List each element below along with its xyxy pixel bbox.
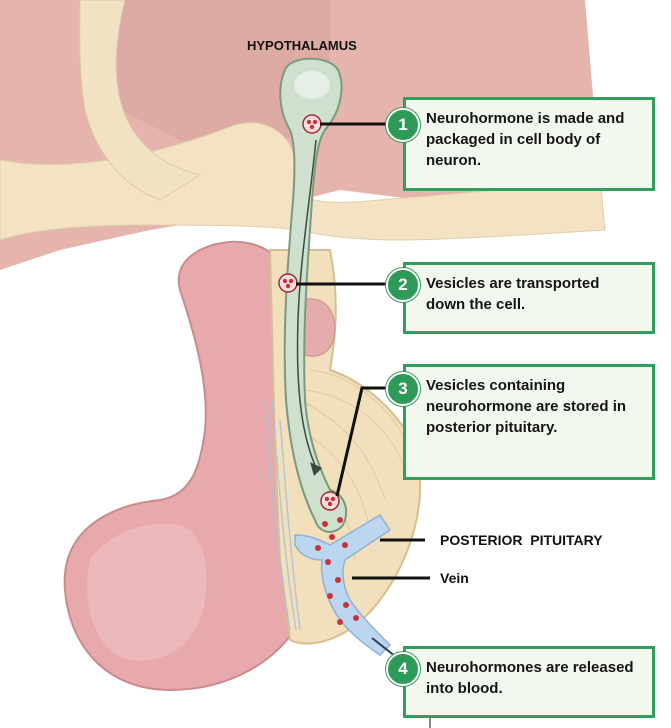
step-4-box: Neurohormones are released into blood. <box>403 646 655 718</box>
released-vesicles <box>315 517 359 625</box>
hypothalamus-label: HYPOTHALAMUS <box>247 38 357 53</box>
vesicle-cluster-3 <box>320 491 340 511</box>
step-3-text: Vesicles containing neurohormone are sto… <box>426 377 627 436</box>
step-3-box: Vesicles containing neurohormone are sto… <box>403 364 655 480</box>
vesicle-cluster-2 <box>278 273 298 293</box>
step-2-text: Vesicles are transported down the cell. <box>426 275 600 313</box>
vesicle-cluster-1 <box>302 114 322 134</box>
tissue-shading <box>90 0 330 150</box>
step-1-text: Neurohormone is made and packaged in cel… <box>426 110 625 169</box>
neuron-soma-highlight <box>294 71 330 99</box>
blue-tract <box>264 399 301 631</box>
step-3-badge: 3 <box>386 372 420 406</box>
transport-arrow-head <box>310 462 322 476</box>
posterior-pituitary-label: POSTERIOR PITUITARY <box>440 532 603 548</box>
step-2-box: Vesicles are transported down the cell. <box>403 262 655 334</box>
pink-notch <box>299 298 336 357</box>
step-4-text: Neurohormones are released into blood. <box>426 659 634 697</box>
anterior-pituitary-highlight <box>86 523 207 661</box>
step-4-badge: 4 <box>386 652 420 686</box>
transport-arrow <box>296 139 317 466</box>
leader-lines <box>296 122 430 580</box>
step-1-box: Neurohormone is made and packaged in cel… <box>403 97 655 191</box>
neuron <box>279 57 348 533</box>
left-stalk <box>79 0 202 201</box>
step-1-badge: 1 <box>386 108 420 142</box>
vein-label: Vein <box>440 570 469 586</box>
step-2-badge: 2 <box>386 268 420 302</box>
